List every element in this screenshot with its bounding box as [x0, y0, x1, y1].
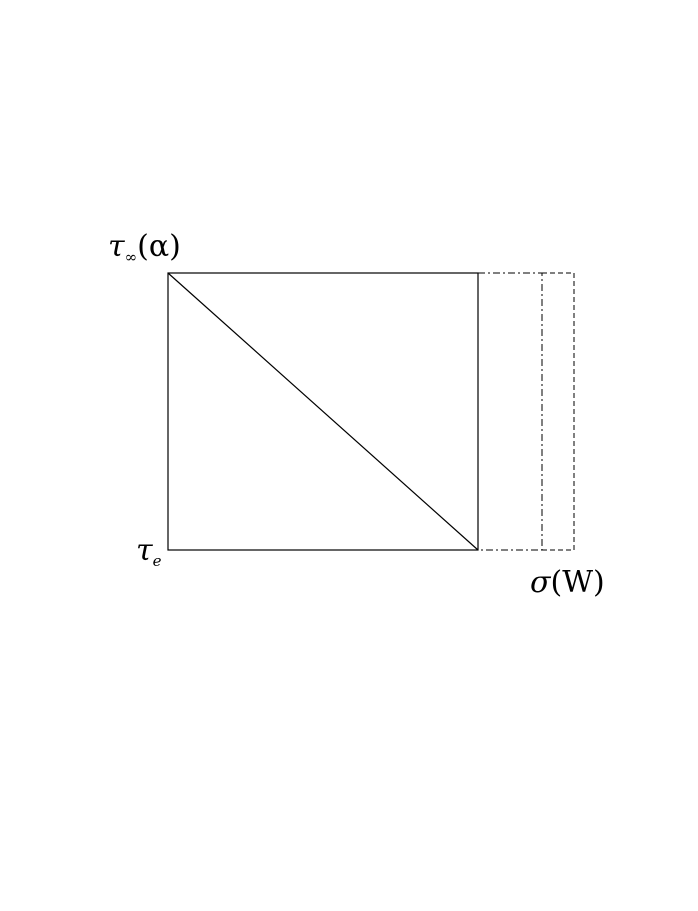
dashed-extension	[542, 272, 575, 551]
tau-e-label: τe	[136, 536, 162, 569]
diagonal-line	[167, 272, 479, 551]
e-subscript: e	[152, 552, 162, 570]
w-argument: (W)	[550, 565, 605, 600]
sigma-symbol: σ	[530, 565, 551, 600]
tau-infinity-alpha-label: τ∞(α)	[108, 232, 181, 265]
tau-symbol: τ	[136, 533, 153, 568]
infinity-subscript: ∞	[124, 248, 138, 266]
alpha-argument: (α)	[137, 229, 181, 264]
sigma-w-label: σ(W)	[530, 568, 605, 598]
tau-symbol: τ	[108, 229, 125, 264]
dash-dot-extension	[478, 272, 543, 551]
main-rectangle	[167, 272, 479, 551]
